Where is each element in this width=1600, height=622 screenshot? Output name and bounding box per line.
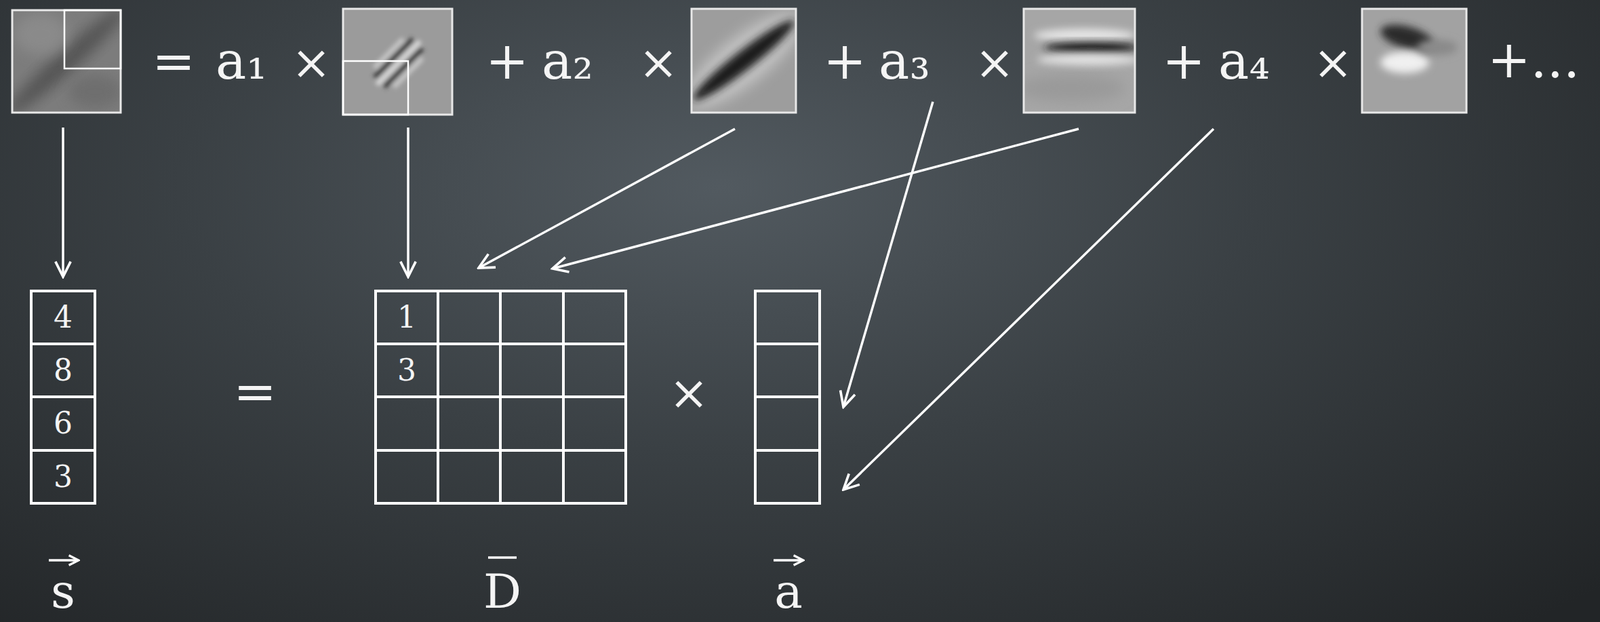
vector-entry: 8 [53,355,73,386]
matrix-entry: 1 [397,302,417,333]
times-sign: × [638,38,679,87]
basis-patch [691,8,796,113]
plus-ellipsis: +... [1487,33,1580,86]
times-sign: × [669,368,710,417]
basis-patch [1023,8,1135,113]
equals-sign: = [233,365,277,417]
variable-name: s [50,567,76,615]
coefficient: a₃ [878,35,931,87]
plus-sign: + [1162,35,1206,87]
image-patch [12,10,121,113]
mapping-arrow [63,101,1214,490]
plus-sign: + [485,35,529,87]
vector-entry: 3 [53,461,73,492]
notation-mark [48,557,804,560]
basis-patch [1362,8,1467,113]
coefficient: a₂ [541,35,594,87]
coefficient: a₄ [1218,35,1270,87]
matrix-grid [375,290,626,504]
variable-name: D [483,567,522,615]
plus-sign: + [823,35,867,87]
times-sign: × [974,38,1015,87]
basis-patch [343,8,453,115]
vector-entry: 6 [53,408,73,438]
times-sign: × [1313,38,1354,87]
times-sign: × [291,38,332,87]
equals-sign: = [151,35,196,87]
vector-entry: 4 [53,302,73,333]
variable-name: a [774,567,803,615]
coefficient: a₁ [215,35,268,87]
matrix-entry: 3 [397,355,417,386]
vector-grid [31,290,95,504]
vector-grid [755,290,820,504]
